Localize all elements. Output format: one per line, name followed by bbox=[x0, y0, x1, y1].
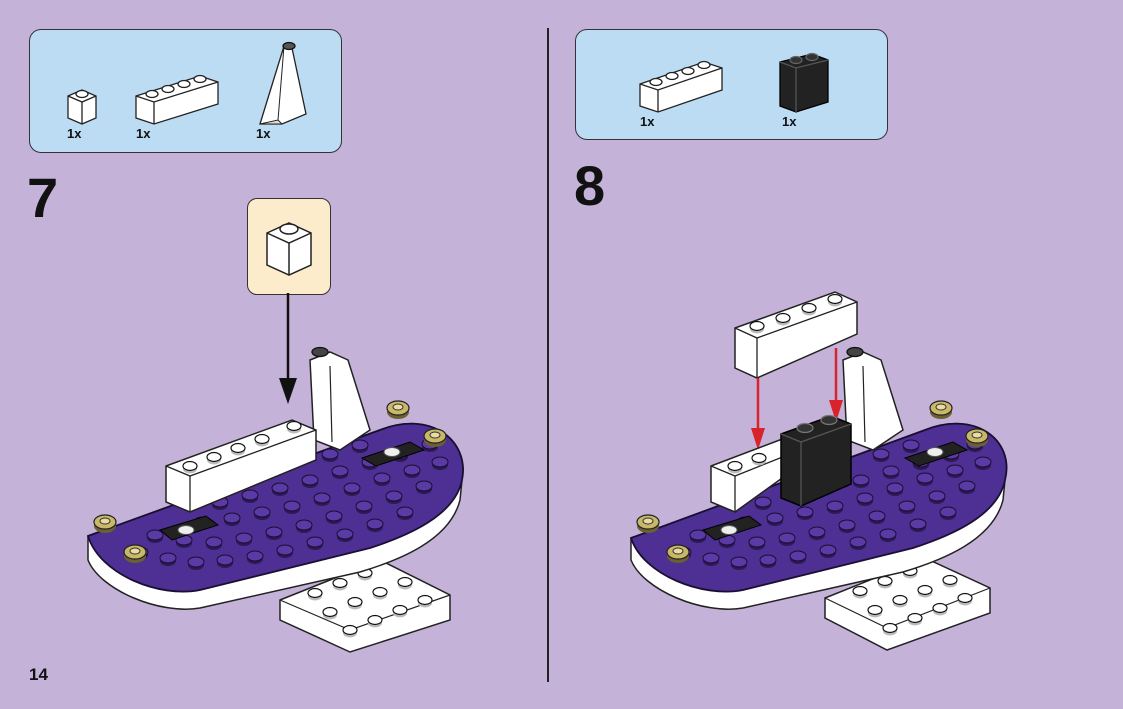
part-qty: 1x bbox=[256, 126, 271, 141]
white-brick-1x4-icon bbox=[639, 60, 723, 113]
callout-box bbox=[247, 198, 331, 295]
part-qty: 1x bbox=[640, 114, 655, 129]
white-slope-brick-icon bbox=[259, 41, 307, 125]
page-divider bbox=[547, 28, 549, 682]
parts-list-step-7: 1x 1x 1x bbox=[29, 29, 342, 153]
assembly-step-7 bbox=[86, 293, 464, 653]
black-brick-1x2x2-icon bbox=[779, 52, 829, 113]
part-qty: 1x bbox=[782, 114, 797, 129]
parts-list-step-8: 1x 1x bbox=[575, 29, 888, 140]
step-number-7: 7 bbox=[27, 166, 59, 229]
assembly-step-8 bbox=[629, 291, 1008, 651]
white-brick-1x4-icon bbox=[135, 74, 219, 125]
step-number-8: 8 bbox=[574, 154, 606, 217]
page-number: 14 bbox=[29, 665, 48, 684]
part-qty: 1x bbox=[67, 126, 82, 141]
white-brick-1x1-icon bbox=[67, 89, 97, 125]
part-qty: 1x bbox=[136, 126, 151, 141]
white-brick-1x1-icon bbox=[266, 222, 312, 276]
